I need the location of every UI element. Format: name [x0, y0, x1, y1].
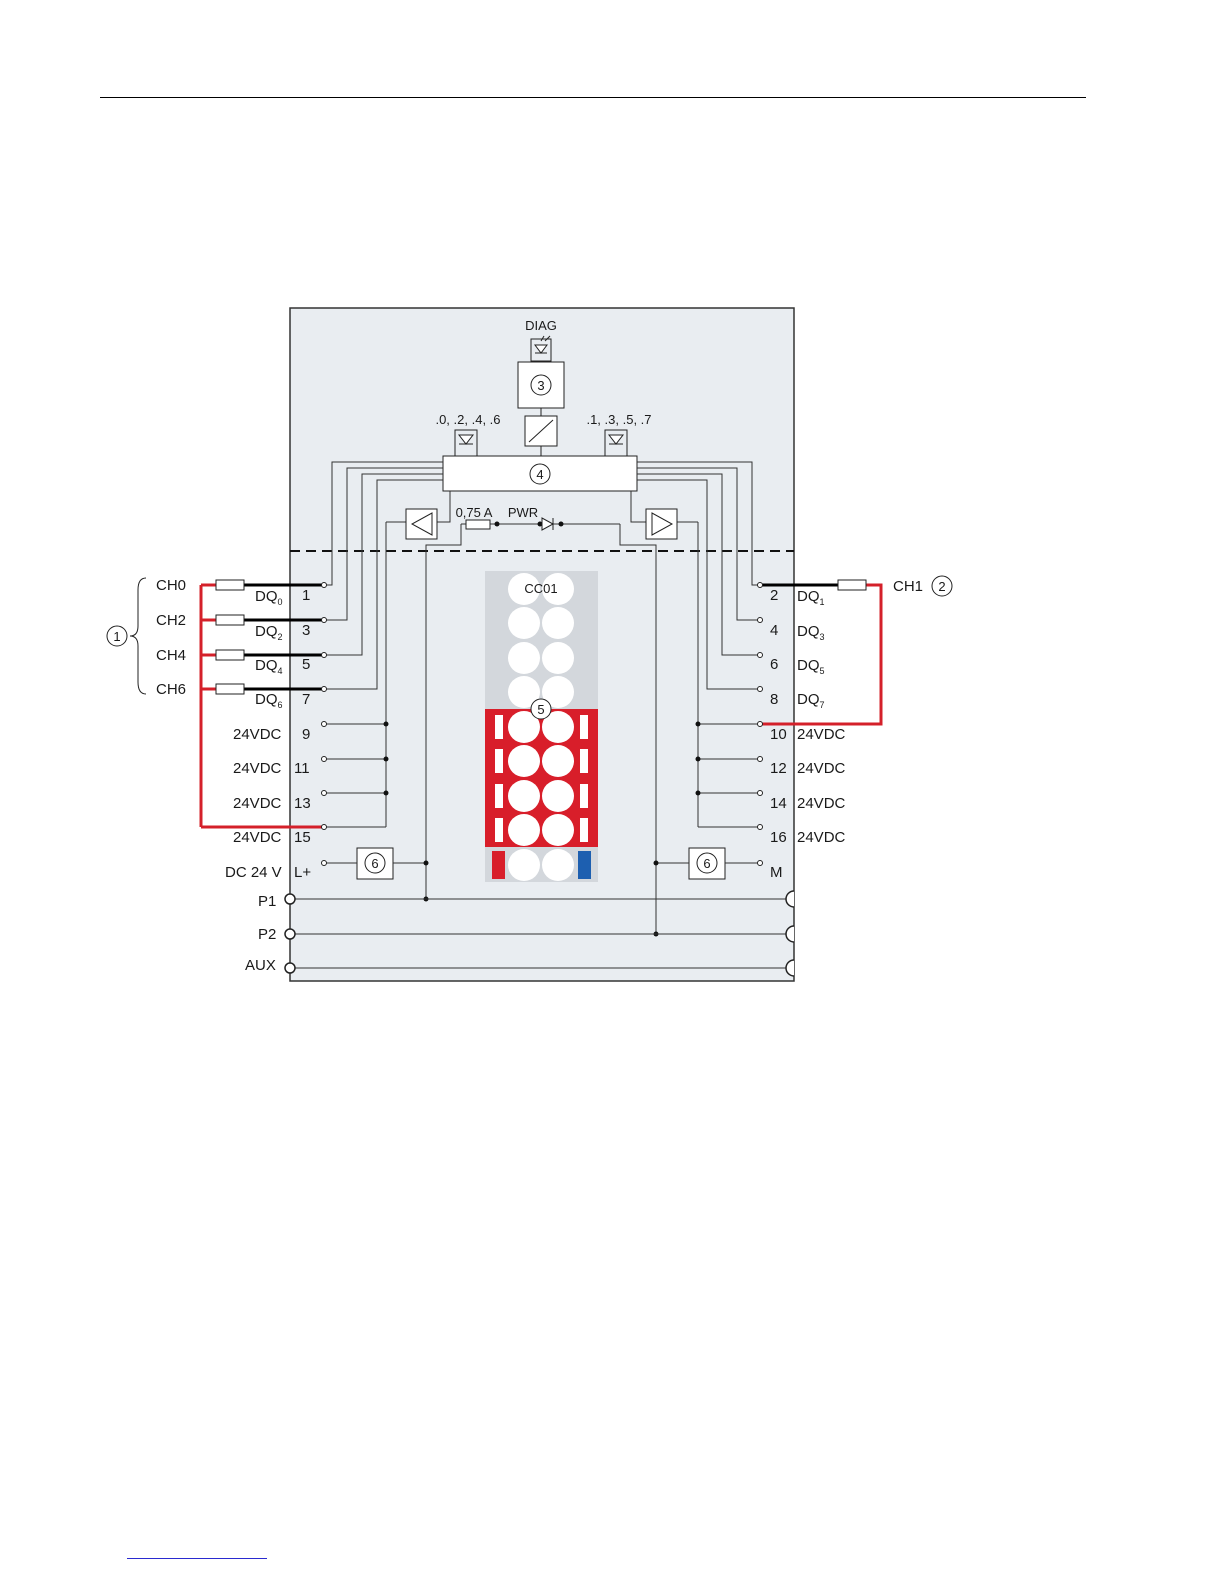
right-24vdc-14: 24VDC	[797, 795, 846, 812]
cc01-label: CC01	[524, 581, 557, 596]
dq4-label: DQ4	[255, 657, 283, 676]
fuse-label: 0,75 A	[456, 505, 493, 520]
terminal-14: 14	[770, 795, 787, 812]
ch1-label: CH1	[893, 578, 923, 595]
terminal-6: 6	[770, 656, 778, 673]
dq3-label: DQ3	[797, 623, 825, 642]
dq2-label: DQ2	[255, 623, 283, 642]
svg-text:2: 2	[938, 579, 945, 594]
ch2-label: CH2	[156, 612, 186, 629]
connector-plug	[485, 571, 598, 882]
callout-4: 4	[530, 464, 550, 484]
dq5-label: DQ5	[797, 657, 825, 676]
dq1-label: DQ1	[797, 588, 825, 607]
right-24vdc-12: 24VDC	[797, 760, 846, 777]
terminal-12: 12	[770, 760, 787, 777]
left-24vdc-15: 24VDC	[233, 829, 282, 846]
terminal-m: M	[770, 864, 783, 881]
terminal-5: 5	[302, 656, 310, 673]
dq7-label: DQ7	[797, 691, 825, 710]
diag-label: DIAG	[525, 318, 557, 333]
terminal-7: 7	[302, 691, 310, 708]
right-24vdc-16: 24VDC	[797, 829, 846, 846]
svg-text:3: 3	[537, 378, 544, 393]
load-resistor-right	[838, 580, 866, 590]
p1-label: P1	[258, 893, 276, 910]
right-24vdc-10: 24VDC	[797, 726, 846, 743]
svg-text:1: 1	[113, 629, 120, 644]
terminal-16: 16	[770, 829, 787, 846]
callout-5: 5	[531, 699, 551, 719]
pwr-label: PWR	[508, 505, 538, 520]
channel-brace	[130, 578, 146, 694]
terminal-15: 15	[294, 829, 311, 846]
svg-text:6: 6	[703, 856, 710, 871]
left-24vdc-11: 24VDC	[233, 760, 282, 777]
fuse-icon	[466, 520, 490, 529]
callout-1: 1	[107, 626, 127, 646]
terminal-1: 1	[302, 587, 310, 604]
leds-odd-label: .1, .3, .5, .7	[586, 412, 651, 427]
dc24v-label: DC 24 V	[225, 864, 282, 881]
terminal-3: 3	[302, 622, 310, 639]
load-resistors-left	[216, 580, 244, 694]
ch0-label: CH0	[156, 577, 186, 594]
terminal-8: 8	[770, 691, 778, 708]
dq0-label: DQ0	[255, 588, 283, 607]
dq6-label: DQ6	[255, 691, 283, 710]
ch6-label: CH6	[156, 681, 186, 698]
ch4-label: CH4	[156, 647, 186, 664]
terminal-9: 9	[302, 726, 310, 743]
leds-even-label: .0, .2, .4, .6	[435, 412, 500, 427]
terminal-10: 10	[770, 726, 787, 743]
callout-6-right: 6	[697, 853, 717, 873]
terminal-2: 2	[770, 587, 778, 604]
callout-6-left: 6	[365, 853, 385, 873]
svg-text:5: 5	[537, 702, 544, 717]
terminal-lplus: L+	[294, 864, 311, 881]
terminal-11: 11	[294, 760, 310, 777]
left-24vdc-9: 24VDC	[233, 726, 282, 743]
left-24vdc-13: 24VDC	[233, 795, 282, 812]
terminal-13: 13	[294, 795, 311, 812]
callout-2: 2	[932, 576, 952, 596]
svg-text:4: 4	[536, 467, 543, 482]
aux-label: AUX	[245, 957, 276, 974]
callout-3: 3	[531, 375, 551, 395]
svg-text:6: 6	[371, 856, 378, 871]
p2-label: P2	[258, 926, 276, 943]
terminal-4: 4	[770, 622, 778, 639]
